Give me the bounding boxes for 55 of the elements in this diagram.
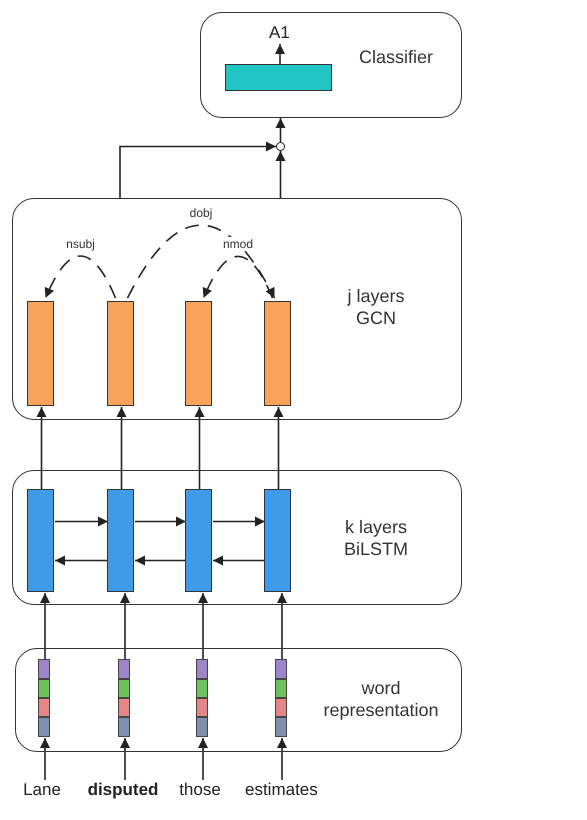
arrow bbox=[55, 556, 108, 566]
vector-bar bbox=[264, 489, 292, 592]
edge-label: dobj bbox=[188, 206, 214, 220]
embedding-vector-bar bbox=[196, 659, 208, 738]
arrow bbox=[276, 151, 286, 198]
vector-bar bbox=[107, 489, 134, 592]
word-label: estimates bbox=[245, 780, 317, 800]
operator-circle bbox=[276, 142, 285, 151]
output-label: A1 bbox=[261, 23, 298, 44]
vector-bar bbox=[107, 301, 134, 406]
layer-panel bbox=[200, 12, 462, 118]
word-label: Lane bbox=[12, 780, 72, 800]
arrow bbox=[276, 118, 286, 142]
edge-label: nsubj bbox=[64, 237, 97, 251]
arrow bbox=[213, 516, 265, 526]
arrow bbox=[126, 224, 276, 298]
arrow bbox=[40, 593, 50, 660]
arrow bbox=[36, 407, 46, 490]
arrow bbox=[274, 407, 284, 490]
arrow bbox=[119, 142, 276, 198]
vector-bar bbox=[185, 301, 212, 406]
panel-title: word representation bbox=[322, 677, 440, 721]
vector-bar bbox=[185, 489, 212, 592]
arrow bbox=[116, 407, 126, 490]
layer-panel bbox=[15, 648, 462, 752]
arrow bbox=[120, 738, 130, 780]
arrow bbox=[135, 516, 186, 526]
panel-title: k layers BiLSTM bbox=[342, 516, 409, 560]
arrow bbox=[277, 738, 287, 780]
vector-bar bbox=[264, 301, 292, 406]
arrow bbox=[213, 556, 265, 566]
arrow bbox=[277, 593, 287, 660]
arrow bbox=[275, 44, 285, 65]
vector-bar bbox=[27, 301, 54, 406]
vector-bar bbox=[27, 489, 54, 592]
panel-title: j layers GCN bbox=[346, 285, 406, 329]
arrow bbox=[40, 738, 50, 780]
panel-title: Classifier bbox=[358, 46, 434, 68]
arrow bbox=[44, 255, 116, 298]
arrow bbox=[202, 256, 274, 298]
arrow bbox=[55, 516, 108, 526]
arrow bbox=[198, 593, 208, 660]
embedding-vector-bar bbox=[118, 659, 130, 738]
arrow bbox=[135, 556, 186, 566]
embedding-vector-bar bbox=[38, 659, 50, 738]
embedding-vector-bar bbox=[275, 659, 288, 738]
vector-bar bbox=[225, 64, 332, 92]
layer-panel bbox=[12, 470, 462, 605]
layer-panel bbox=[12, 198, 462, 420]
word-label: disputed bbox=[87, 780, 159, 800]
edge-label: nmod bbox=[220, 237, 256, 252]
arrow bbox=[120, 593, 130, 660]
arrow bbox=[194, 407, 204, 490]
arrow bbox=[198, 738, 208, 780]
word-label: those bbox=[170, 780, 230, 800]
